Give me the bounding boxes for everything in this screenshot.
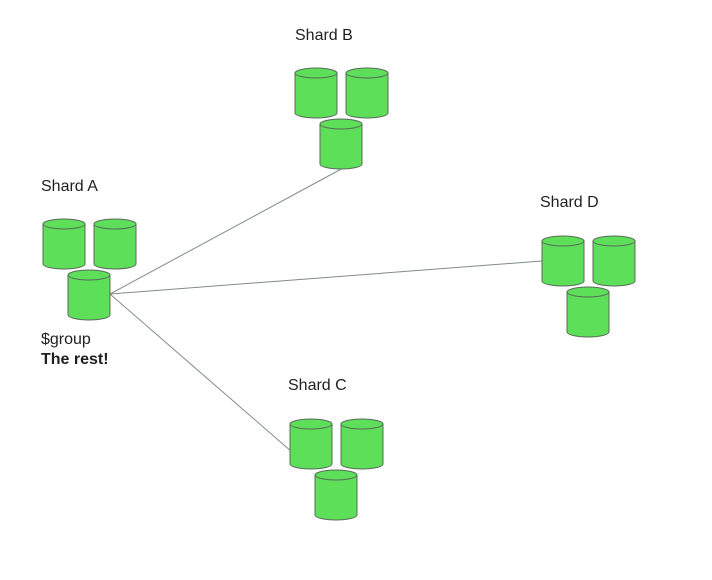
shard-a-label: Shard A (41, 178, 98, 195)
shard-d-database-icon (541, 235, 585, 287)
shard-a-database-icon (93, 218, 137, 270)
shard-b-database-icon (319, 118, 363, 170)
connector-a-d (109, 260, 543, 295)
shard-b-database-icon (294, 67, 338, 119)
connector-a-c (109, 293, 293, 453)
shard-c-database-icon (340, 418, 384, 470)
shard-c-label: Shard C (288, 377, 347, 394)
shard-a-database-icon (67, 269, 111, 321)
shard-d-label: Shard D (540, 194, 599, 211)
shard-c-database-icon (289, 418, 333, 470)
shard-c-database-icon (314, 469, 358, 521)
group-stage-label: $group (41, 331, 91, 348)
shard-b-database-icon (345, 67, 389, 119)
shard-a-database-icon (42, 218, 86, 270)
shard-d-database-icon (592, 235, 636, 287)
shard-d-database-icon (566, 286, 610, 338)
the-rest-label: The rest! (41, 351, 109, 368)
shard-b-label: Shard B (295, 27, 353, 44)
connector-a-b (109, 166, 346, 295)
